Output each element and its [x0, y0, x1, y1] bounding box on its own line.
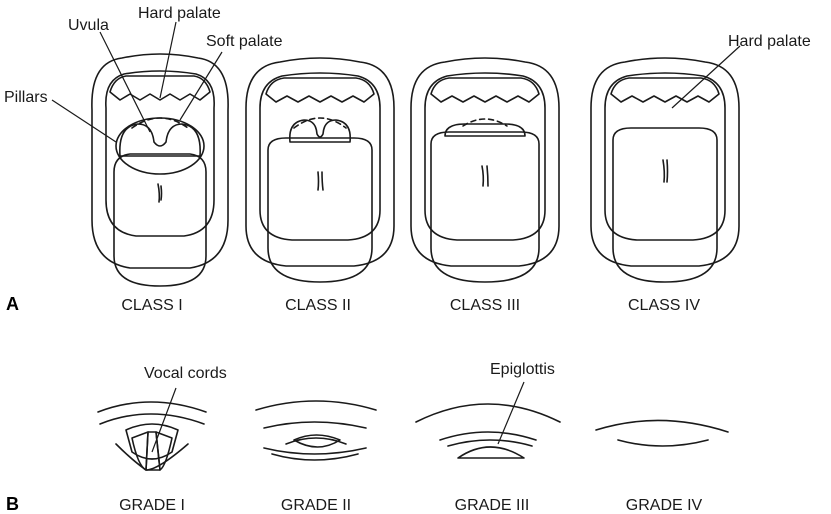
leader-pillars: [51, 99, 117, 143]
caption-grade-4: GRADE IV: [626, 497, 703, 514]
tongue: [113, 153, 207, 287]
label-pillars: Pillars: [4, 89, 48, 106]
glottis-grade-2: [255, 400, 377, 461]
tongue: [267, 137, 373, 283]
label-uvula: Uvula: [68, 17, 109, 34]
caption-class-3: CLASS III: [450, 297, 520, 314]
leader-vocal-cords: [151, 387, 177, 453]
mouth-class-1: [91, 53, 229, 287]
label-soft-palate: Soft palate: [206, 33, 283, 50]
tongue: [430, 131, 540, 283]
glottis-grade-3: [415, 403, 561, 459]
mouth-class-3: [410, 57, 560, 283]
mouth-class-4: [590, 57, 740, 283]
leader-uvula: [99, 31, 151, 133]
label-hard-palate-iv: Hard palate: [728, 33, 811, 50]
leader-epiglottis: [497, 381, 525, 445]
glottis-grade-4: [595, 419, 729, 447]
tongue: [612, 127, 718, 283]
caption-grade-2: GRADE II: [281, 497, 351, 514]
caption-class-4: CLASS IV: [628, 297, 700, 314]
glottis-grade-1: [97, 401, 207, 471]
label-epiglottis: Epiglottis: [490, 361, 555, 378]
caption-class-1: CLASS I: [121, 297, 182, 314]
caption-class-2: CLASS II: [285, 297, 351, 314]
caption-grade-1: GRADE I: [119, 497, 185, 514]
label-hard-palate: Hard palate: [138, 5, 221, 22]
leader-hard-palate-iv: [671, 45, 741, 109]
caption-grade-3: GRADE III: [455, 497, 530, 514]
panel-letter-a: A: [6, 294, 19, 314]
panel-letter-b: B: [6, 494, 19, 514]
label-vocal-cords: Vocal cords: [144, 365, 227, 382]
mouth-class-2: [245, 57, 395, 283]
leader-soft-palate: [179, 51, 223, 121]
leader-hard-palate: [159, 21, 177, 99]
